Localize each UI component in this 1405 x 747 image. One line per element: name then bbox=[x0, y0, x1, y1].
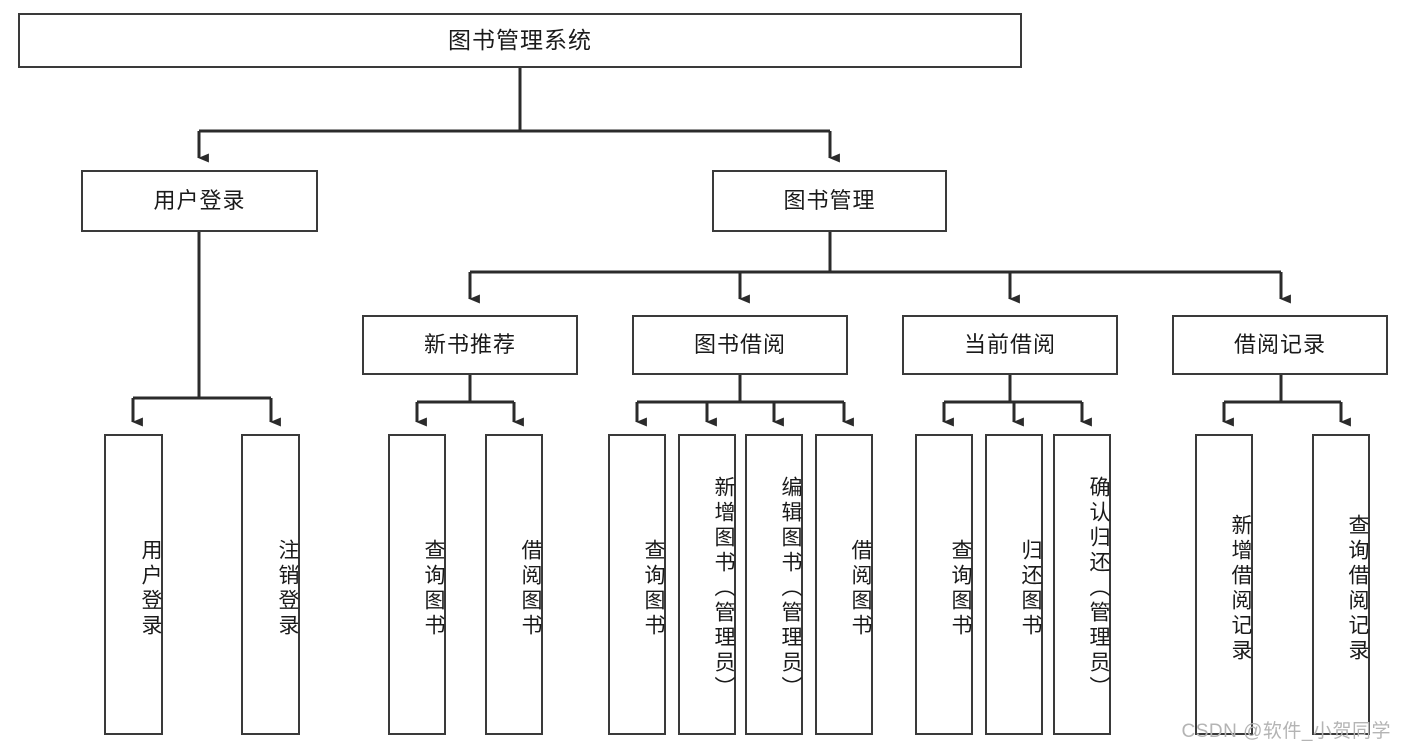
node-borrow-record[interactable]: 借阅记录 bbox=[1172, 315, 1388, 375]
node-user-login[interactable]: 用户登录 bbox=[81, 170, 318, 232]
node-leaf-query-record[interactable]: 查询借阅记录 bbox=[1312, 434, 1370, 735]
node-leaf-query-book-3[interactable]: 查询图书 bbox=[915, 434, 973, 735]
node-current-borrow-label: 当前借阅 bbox=[963, 332, 1056, 358]
node-leaf-query-book-2[interactable]: 查询图书 bbox=[608, 434, 666, 735]
node-current-borrow[interactable]: 当前借阅 bbox=[902, 315, 1118, 375]
node-leaf-edit-book[interactable]: 编辑图书（管理员） bbox=[745, 434, 803, 735]
node-leaf-add-book-label: 新增图书（管理员） bbox=[712, 476, 735, 701]
node-leaf-add-book[interactable]: 新增图书（管理员） bbox=[678, 434, 736, 735]
node-leaf-query-record-label: 查询借阅记录 bbox=[1346, 513, 1369, 664]
node-leaf-return-book-label: 归还图书 bbox=[1019, 538, 1042, 639]
node-book-manage-label: 图书管理 bbox=[783, 188, 876, 214]
node-user-login-label: 用户登录 bbox=[153, 188, 246, 214]
node-leaf-query-book-2-label: 查询图书 bbox=[642, 538, 665, 639]
node-leaf-borrow-book-2-label: 借阅图书 bbox=[849, 538, 872, 639]
node-leaf-logout-label: 注销登录 bbox=[276, 538, 299, 639]
node-leaf-borrow-book-1[interactable]: 借阅图书 bbox=[485, 434, 543, 735]
node-leaf-add-record-label: 新增借阅记录 bbox=[1229, 513, 1252, 664]
node-leaf-borrow-book-1-label: 借阅图书 bbox=[519, 538, 542, 639]
node-new-book-rec-label: 新书推荐 bbox=[423, 332, 516, 358]
node-book-manage[interactable]: 图书管理 bbox=[712, 170, 947, 232]
node-leaf-edit-book-label: 编辑图书（管理员） bbox=[779, 476, 802, 701]
node-new-book-rec[interactable]: 新书推荐 bbox=[362, 315, 578, 375]
node-leaf-return-book[interactable]: 归还图书 bbox=[985, 434, 1043, 735]
node-leaf-query-book-1-label: 查询图书 bbox=[422, 538, 445, 639]
node-leaf-confirm-return[interactable]: 确认归还（管理员） bbox=[1053, 434, 1111, 735]
node-leaf-borrow-book-2[interactable]: 借阅图书 bbox=[815, 434, 873, 735]
node-leaf-user-login-label: 用户登录 bbox=[139, 538, 162, 639]
node-leaf-logout[interactable]: 注销登录 bbox=[241, 434, 300, 735]
node-borrow-record-label: 借阅记录 bbox=[1233, 332, 1326, 358]
watermark: CSDN @软件_小贺同学 bbox=[1181, 721, 1391, 742]
node-book-borrow[interactable]: 图书借阅 bbox=[632, 315, 848, 375]
node-leaf-add-record[interactable]: 新增借阅记录 bbox=[1195, 434, 1253, 735]
node-leaf-query-book-3-label: 查询图书 bbox=[949, 538, 972, 639]
node-book-borrow-label: 图书借阅 bbox=[693, 332, 786, 358]
node-root-label: 图书管理系统 bbox=[448, 27, 592, 54]
node-leaf-confirm-return-label: 确认归还（管理员） bbox=[1087, 476, 1110, 701]
node-leaf-query-book-1[interactable]: 查询图书 bbox=[388, 434, 446, 735]
node-root[interactable]: 图书管理系统 bbox=[18, 13, 1022, 68]
node-leaf-user-login[interactable]: 用户登录 bbox=[104, 434, 163, 735]
